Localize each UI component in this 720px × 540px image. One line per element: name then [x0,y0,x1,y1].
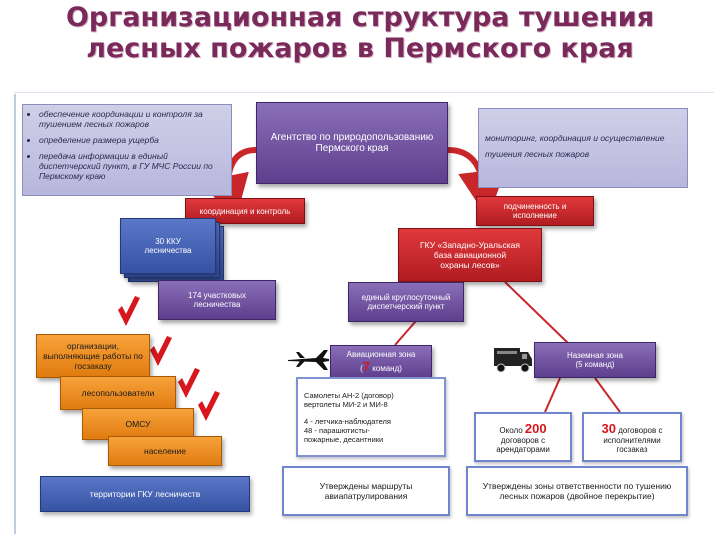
org-box-forest-users: лесопользователи [60,376,176,410]
contracts-line-3: госзаказ [616,444,648,454]
title-line-1: Организационная структура тушения [65,2,655,33]
right-note: мониторинг, координация и осуществление … [478,108,688,188]
base-line-2: база авиационной [433,250,507,260]
line-ground-contracts [594,377,621,413]
aviation-detail: пожарные, десантники [304,434,384,444]
tenants-line-3: арендаторами [496,444,550,454]
org-box-population: население [108,436,222,466]
aviation-team-count: 7 [362,359,370,374]
routes-line-1: Утверждены маршруты [319,481,413,491]
title-line-2: лесных пожаров в Пермского края [86,33,634,64]
forestries-line-2: лесничества [144,246,192,255]
arrow-agency-left [201,147,257,224]
contracts-line-2: исполнителями [603,435,661,445]
forest-areas-box: 174 участковых лесничества [158,280,276,320]
contracts-box: 30 договоров с исполнителями госзаказ [582,412,682,462]
line-ground-tenants [544,377,561,413]
divider-left [14,94,16,534]
left-note: обеспечение координации и контроля за ту… [22,104,232,196]
ground-zone-line-1: Наземная зона [567,351,623,360]
left-note-item: обеспечение координации и контроля за ту… [39,109,225,129]
agency-box: Агентство по природопользованию Пермског… [256,102,448,184]
line-base-ground [504,281,571,346]
forest-areas-line-1: 174 участковых [188,291,246,300]
zones-box: Утверждены зоны ответственности по тушен… [466,466,688,516]
tenants-line-2: договоров с [500,435,546,445]
territory-box: территории ГКУ лесничеств [40,476,250,512]
dispatch-box: единый круглосуточный диспетчерский пунк… [348,282,464,322]
ground-zone-line-2: (5 команд) [575,360,615,369]
agency-line-2: Пермского края [315,143,389,154]
airplane-icon [288,350,329,370]
divider-top [14,92,714,93]
forest-areas-line-2: лесничества [193,300,241,309]
subordination-line-1: подчиненность и [503,202,567,211]
aviation-zone-label: Авиационная зона(7 команд) [346,350,416,374]
ground-zone-box: Наземная зона (5 команд) [534,342,656,378]
subordination-box: подчиненность и исполнение [476,196,594,226]
routes-box: Утверждены маршруты авиапатрулирования [282,466,450,516]
arrow-agency-right [447,147,506,219]
coordination-label: координация и контроль [199,206,291,216]
aviation-detail: 4 - летчика-наблюдателя [304,416,391,426]
red-check-arrow-icon [118,296,220,421]
right-note-line-2: тушения лесных пожаров [485,149,590,159]
org-box-contractors: организации, выполняющие работы по госза… [36,334,150,378]
dispatch-line-1: единый круглосуточный [361,293,451,302]
org-label: организации, выполняющие работы по госза… [43,341,143,371]
aviation-details-box: Самолеты АН-2 (договор) вертолеты МИ-2 и… [296,377,446,457]
left-note-item: определение размера ущерба [39,135,225,145]
contracts-count: 30 [601,420,616,436]
subordination-line-2: исполнение [513,211,557,220]
org-label: население [144,446,186,456]
zones-line-1: Утверждены зоны ответственности по тушен… [482,481,672,491]
page-title: Организационная структура тушения лесных… [0,2,720,64]
left-note-item: передача информации в единый диспетчерск… [39,151,225,181]
zones-line-2: лесных пожаров (двойное перекрытие) [499,491,655,501]
base-box: ГКУ «Западно-Уральская база авиационной … [398,228,542,282]
org-label: ОМСУ [125,419,151,429]
aviation-zone-box: Авиационная зона(7 команд) [330,345,432,379]
truck-icon [494,348,532,373]
forestries-box: 30 ККУ лесничества [120,218,216,274]
tenants-count: 200 [524,420,547,436]
org-label: лесопользователи [81,388,155,398]
territory-label: территории ГКУ лесничеств [89,489,201,499]
tenants-box: Около 200 договоров с арендаторами [474,412,572,462]
base-line-1: ГКУ «Западно-Уральская [420,240,520,250]
aviation-detail: 48 - парашютисты- [304,425,370,435]
base-line-3: охраны лесов» [440,260,500,270]
dispatch-line-2: диспетчерский пункт [367,302,445,311]
aviation-detail: Самолеты АН-2 (договор) [304,390,394,400]
forestries-line-1: 30 ККУ [155,237,181,246]
coordination-box: координация и контроль [185,198,305,224]
right-note-line-1: мониторинг, координация и осуществление [485,133,665,143]
aviation-detail: вертолеты МИ-2 и МИ-8 [304,399,388,409]
contracts-line-1: 30 договоров с [601,420,663,436]
routes-line-2: авиапатрулирования [324,491,408,501]
agency-line-1: Агентство по природопользованию [270,132,434,143]
tenants-line-1: Около 200 [499,420,547,436]
